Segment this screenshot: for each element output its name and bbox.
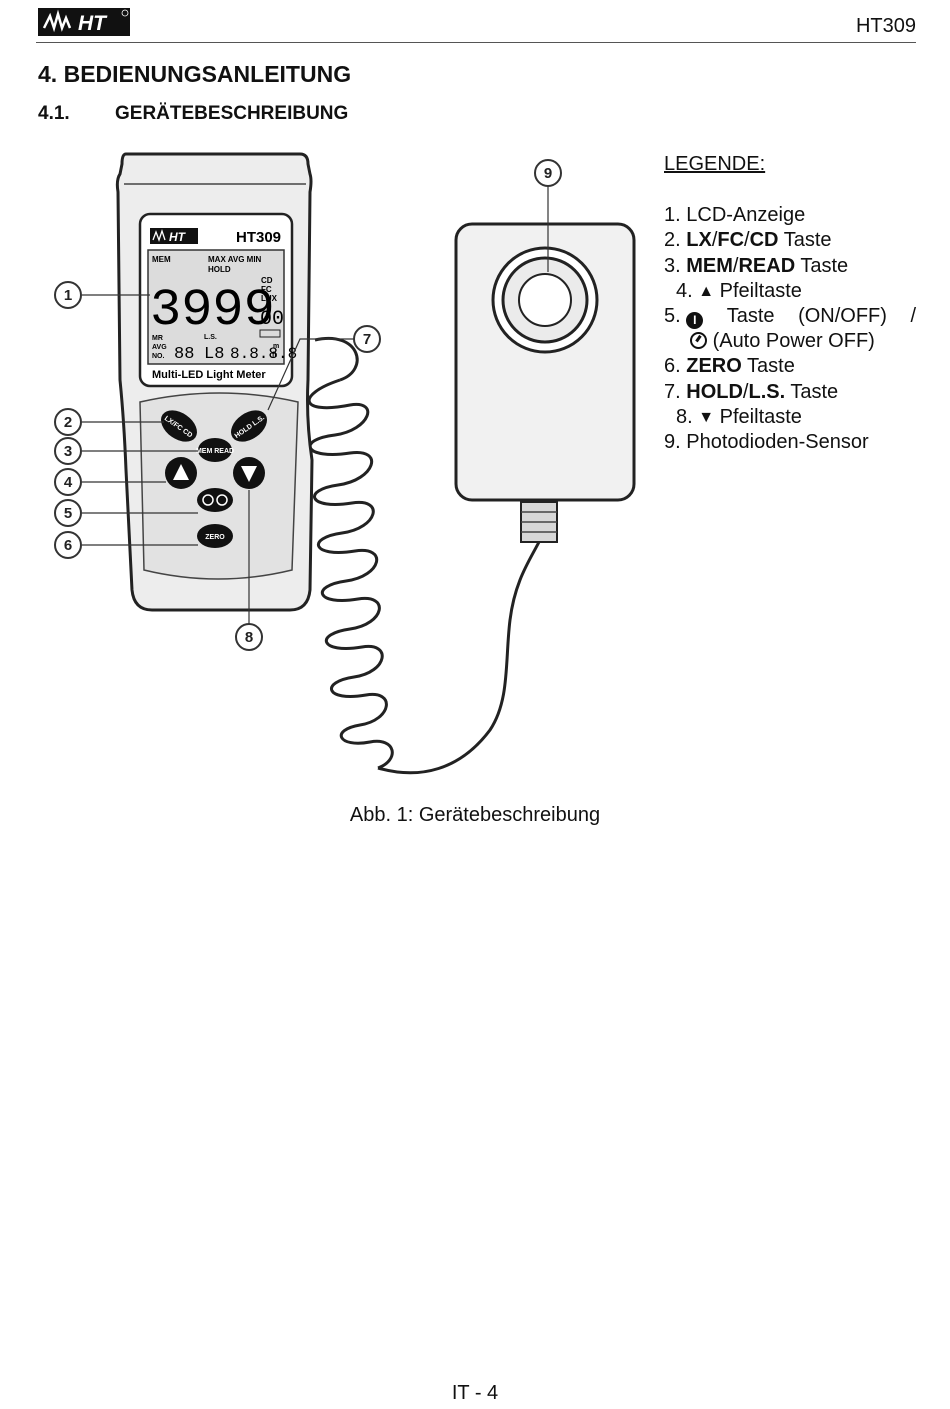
lcd-unit-lux: LUX: [261, 294, 278, 303]
lcd-small-digits: 00: [260, 308, 284, 331]
lcd-avg: AVG: [152, 344, 167, 351]
legend-item-3: 3. MEM/READ Taste: [664, 254, 849, 277]
legend-item-2: 2. LX/FC/CD Taste: [664, 229, 832, 252]
lcd-unit-fc: FC: [261, 285, 272, 294]
legend: LEGENDE: 1. LCD-Anzeige 2. LX/FC/CD Tast…: [664, 152, 916, 455]
legend-item-7: 7. HOLD/L.S. Taste: [664, 380, 839, 403]
lcd-mem-digits: 88: [174, 345, 194, 364]
callout-2: [54, 408, 82, 436]
section-number: 4.: [38, 61, 58, 87]
lcd-ls-digits: L8: [204, 345, 224, 364]
legend-item-5-continued: (Auto Power OFF): [664, 329, 916, 354]
zero-button[interactable]: [197, 524, 233, 548]
callout-3-label: 3: [64, 443, 72, 460]
legend-item-1: 1. LCD-Anzeige: [664, 204, 806, 227]
on-off-icon: I: [686, 312, 704, 330]
callout-6-label: 6: [64, 537, 72, 554]
logo-text: HT: [78, 12, 108, 35]
callout-2-label: 2: [64, 414, 72, 431]
auto-power-off-icon: [690, 332, 707, 350]
legend-title: LEGENDE:: [664, 153, 766, 175]
ht-logo: HT: [38, 8, 130, 36]
photodiode-sensor-head: [454, 222, 636, 543]
subsection-number: 4.1.: [38, 103, 70, 124]
device-figure: HT HT309 MEM MAX AVG MIN HOLD 3999 CD FC…: [54, 152, 636, 775]
device-logo-text: HT: [169, 230, 187, 244]
lcd-hold: HOLD: [208, 265, 231, 274]
callout-1: [54, 281, 82, 309]
up-triangle-icon: ▲: [698, 282, 715, 300]
callout-6: [54, 531, 82, 559]
legend-item-9: 9. Photodioden-Sensor: [664, 431, 869, 454]
lxfccd-button[interactable]: [155, 404, 203, 448]
callout-1-label: 1: [64, 287, 72, 304]
lcd-mem: MEM: [152, 255, 171, 264]
down-triangle-icon: ▼: [698, 408, 715, 426]
callout-7-label: 7: [363, 331, 371, 348]
power-icon: [202, 494, 214, 506]
legend-item-5: 5. I Taste (ON/OFF) /: [664, 305, 916, 330]
lcd-display: [147, 249, 285, 365]
section-title: 4. BEDIENUNGSANLEITUNG: [38, 61, 351, 88]
down-arrow-icon: [241, 466, 257, 482]
callout-4-label: 4: [64, 474, 73, 491]
lcd-unit-cd: CD: [261, 276, 273, 285]
callout-4: [54, 468, 82, 496]
header-rule: [36, 42, 916, 43]
callout-8: [235, 623, 263, 651]
mem-read-button[interactable]: [198, 438, 232, 462]
lcd-reading: 3999: [150, 281, 275, 340]
hold-ls-button[interactable]: [225, 404, 273, 448]
lcd-no: NO.: [152, 353, 165, 360]
callout-5: [54, 499, 82, 527]
header-model: HT309: [855, 15, 916, 37]
lcd-dist-digits: 8.8.8.8: [230, 345, 297, 363]
lcd-max-avg-min: MAX AVG MIN: [208, 255, 262, 264]
lcd-unit-ft: ft: [272, 352, 277, 359]
section-title-text: BEDIENUNGSANLEITUNG: [63, 61, 352, 87]
subsection-title: 4.1. GERÄTEBESCHREIBUNG: [38, 103, 348, 125]
legend-item-6: 6. ZERO Taste: [664, 355, 795, 378]
figure-caption: Abb. 1: Gerätebeschreibung: [349, 804, 601, 826]
device-model: HT309: [236, 229, 281, 246]
callout-5-label: 5: [64, 505, 72, 522]
callout-8-label: 8: [245, 629, 253, 646]
up-arrow-icon: [173, 464, 189, 480]
callout-9: [534, 159, 562, 187]
page-number: IT - 4: [451, 1382, 499, 1404]
mem-read-button-label: MEM READ: [196, 448, 234, 455]
meter-body: HT HT309 MEM MAX AVG MIN HOLD 3999 CD FC…: [115, 152, 314, 612]
callout-lines: [82, 186, 549, 624]
callout-7: [353, 325, 381, 353]
legend-item-8: 8. ▼ Pfeiltaste: [664, 405, 916, 430]
zero-button-label: ZERO: [205, 534, 225, 541]
callout-3: [54, 437, 82, 465]
lcd-ls: L.S.: [204, 334, 217, 341]
legend-item-4: 4. ▲ Pfeiltaste: [664, 279, 916, 304]
callout-9-label: 9: [544, 165, 552, 182]
auto-power-off-icon: [216, 494, 228, 506]
subsection-title-text: GERÄTEBESCHREIBUNG: [115, 103, 349, 124]
lcd-mr: MR: [152, 335, 163, 342]
lcd-unit-m: m: [273, 343, 279, 350]
battery-icon: [259, 329, 281, 338]
power-button[interactable]: [197, 488, 233, 512]
device-name: Multi-LED Light Meter: [152, 369, 266, 381]
